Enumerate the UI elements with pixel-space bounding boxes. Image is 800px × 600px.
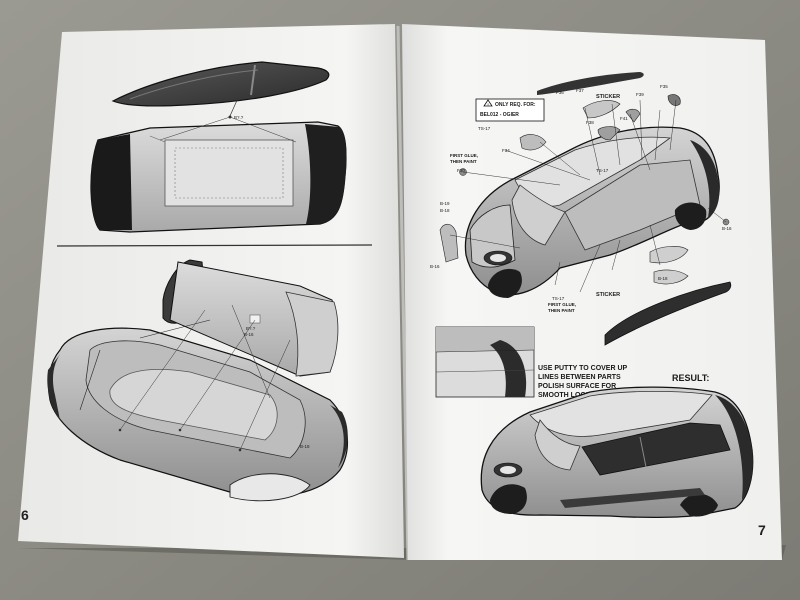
part-callouts: F36 F37 TS-17 F34 F38 F39 F35 TS-17 F41 …: [430, 84, 732, 301]
right-page: STICKER ! ONLY REQ. FOR: BEL012 - OGIER …: [402, 24, 782, 560]
callout-right-11: B-18: [440, 208, 450, 213]
warning-line-2: BEL012 - OGIER: [480, 112, 519, 118]
rear-hatch-part: [90, 116, 347, 233]
detail-inset: [435, 326, 535, 398]
callout-right-9: F41: [620, 116, 628, 121]
callout-right-16: B-18: [658, 276, 668, 281]
first-glue-bottom-2: THEN PAINT: [548, 308, 575, 313]
small-part-8: [439, 223, 459, 263]
result-car: [480, 386, 754, 519]
callout-left-1: B?.?: [234, 115, 244, 120]
svg-text:!: !: [487, 102, 488, 107]
callout-right-6: F39: [636, 92, 644, 97]
left-page-number: 6: [21, 507, 29, 523]
leader-lines: [449, 99, 727, 293]
left-page: B?.? B?.? B-16: [18, 24, 404, 558]
small-part-4: [625, 108, 641, 123]
small-part-3: [597, 126, 621, 141]
callout-right-15: TS-17: [552, 296, 565, 301]
small-part-1: [582, 100, 621, 119]
putty-note-3: POLISH SURFACE FOR: [538, 383, 616, 390]
callout-left-2: B?.?: [246, 326, 256, 331]
small-part-5: [667, 94, 681, 106]
callout-right-1: F36: [556, 90, 564, 95]
book-spine: [396, 25, 410, 561]
warning-box: ! ONLY REQ. FOR: BEL012 - OGIER: [475, 98, 545, 122]
sticker-label-bottom: STICKER: [596, 292, 620, 298]
callout-right-3: TS-17: [478, 126, 491, 131]
callout-left-3: B-16: [244, 332, 254, 337]
windshield-part: [111, 61, 330, 107]
callout-left-4: B-18: [300, 444, 310, 449]
first-glue-left-1: FIRST GLUE,: [450, 153, 478, 158]
callout-right-13: B-16: [430, 264, 440, 269]
rear-spoiler-part: B?.? B-16: [162, 259, 339, 377]
section-divider: [56, 244, 373, 247]
first-glue-left-2: THEN PAINT: [450, 159, 477, 164]
callout-right-14: F30: [457, 168, 465, 173]
car-body-top-view: B-18: [47, 304, 349, 502]
callout-right-5: F38: [586, 120, 594, 125]
putty-note-1: USE PUTTY TO COVER UP: [538, 365, 628, 372]
sticker-label-top: STICKER: [596, 94, 620, 100]
side-skirt-part: [604, 281, 732, 346]
small-part-9: [649, 246, 689, 264]
warning-line-1: ONLY REQ. FOR:: [495, 102, 536, 108]
callout-right-8: TS-17: [596, 168, 609, 173]
result-label: RESULT:: [672, 373, 709, 383]
callout-right-12: B-16: [722, 226, 732, 231]
callout-right-2: F37: [576, 88, 584, 93]
callout-right-10: B-19: [440, 201, 450, 206]
right-page-number: 7: [758, 522, 766, 538]
car-exploded-view: [464, 126, 720, 298]
putty-note-4: SMOOTH LOOK: [538, 392, 591, 399]
putty-note-2: LINES BETWEEN PARTS: [538, 374, 621, 381]
first-glue-bottom-1: FIRST GLUE,: [548, 302, 576, 307]
callout-right-4: F34: [502, 148, 510, 153]
small-part-10: [653, 269, 689, 285]
small-part-2: [519, 134, 547, 151]
callout-right-7: F35: [660, 84, 668, 89]
roof-sticker-part: [537, 72, 644, 95]
